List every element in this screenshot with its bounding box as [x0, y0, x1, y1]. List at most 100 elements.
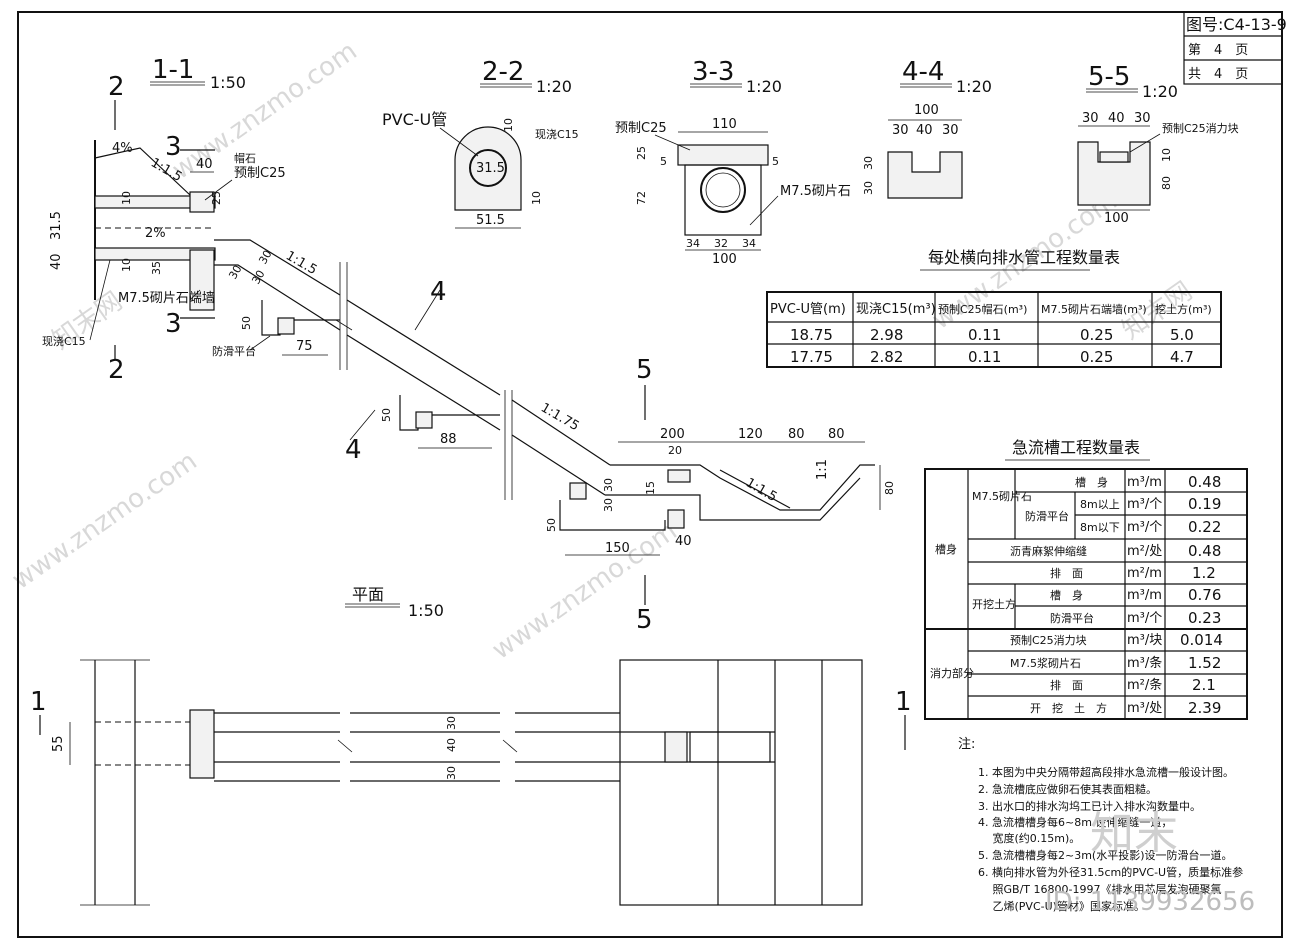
- dim-34: 34: [742, 237, 756, 250]
- slope-ratio: 1:1: [815, 459, 830, 480]
- dim-30: 30: [602, 478, 615, 492]
- dim-5: 5: [660, 155, 667, 168]
- section-4-4: 4-4 1:20 100 30 40 30 30 30: [862, 57, 992, 199]
- section-scale: 1:20: [536, 77, 572, 96]
- note-item: 宽度(约0.15m)。: [978, 831, 1080, 845]
- table-header: 现浇C15(m³): [856, 302, 936, 317]
- dim-10: 10: [502, 118, 515, 132]
- dim-30: 30: [602, 498, 615, 512]
- row-value: 1.2: [1192, 564, 1216, 582]
- row-unit: m³/处: [1127, 701, 1162, 716]
- row-unit: m²/m: [1127, 566, 1162, 581]
- dim-50: 50: [240, 316, 253, 330]
- table-cell: 4.7: [1170, 348, 1194, 366]
- table-cell: 17.75: [790, 348, 833, 366]
- note-item: 2. 急流槽底应做卵石使其表面粗糙。: [978, 782, 1157, 796]
- cut-mark-5: 5: [636, 355, 653, 385]
- label-antislip: 防滑平台: [212, 344, 256, 358]
- dim-88: 88: [440, 432, 457, 447]
- plan-view: 平面 1:50 1 1 55 30 40 30: [30, 585, 912, 906]
- slope-label: 2%: [145, 226, 166, 241]
- section-1-1: 1-1 1:50 2 2 3 3 4% 1:1.5 2% 40 25 31.5 …: [42, 55, 896, 635]
- dim-30: 30: [256, 248, 274, 267]
- dim-150: 150: [605, 541, 630, 556]
- dim-10: 10: [530, 191, 543, 205]
- table-header: 挖土方(m³): [1155, 302, 1212, 316]
- row-item: 预制C25消力块: [1010, 633, 1087, 647]
- watermark-id: ID: 1139932656: [1045, 887, 1255, 917]
- row-value: 1.52: [1188, 654, 1221, 672]
- dim-30: 30: [226, 263, 244, 282]
- dim-10: 10: [120, 258, 133, 272]
- sub-label: 开挖土方: [972, 597, 1016, 611]
- row-unit: m³/m: [1127, 475, 1162, 490]
- label-c25-block: 预制C25消力块: [1162, 121, 1239, 135]
- row-value: 0.48: [1188, 542, 1221, 560]
- table-cell: 2.82: [870, 348, 903, 366]
- drawing-number: 图号:C4-13-9: [1186, 15, 1287, 34]
- table-title: 每处横向排水管工程数量表: [928, 248, 1120, 267]
- sheet-number: 第 4 页: [1188, 43, 1248, 58]
- dim-30: 30: [1134, 111, 1151, 126]
- label-cap-stone: 帽石: [234, 152, 256, 165]
- slope-ratio: 1:1.5: [743, 475, 779, 505]
- dim-32: 32: [714, 237, 728, 250]
- table-cell: 2.98: [870, 326, 903, 344]
- table-header: 预制C25帽石(m³): [938, 303, 1027, 316]
- cut-mark-3: 3: [165, 132, 182, 162]
- watermarks: www.znzmo.com www.znzmo.com www.znzmo.co…: [7, 36, 1198, 666]
- section-scale: 1:20: [956, 77, 992, 96]
- dim-80: 80: [1160, 176, 1173, 190]
- dim-80: 80: [788, 427, 805, 442]
- row-item: 开 挖 土 方: [1030, 701, 1107, 715]
- section-2-2: 2-2 1:20 31.5 PVC-U管 现浇C15 10 10 51.5: [382, 57, 579, 229]
- row-value: 0.22: [1188, 518, 1221, 536]
- section-scale: 1:50: [210, 73, 246, 92]
- note-item: 4. 急流槽槽身每6~8m 设伸缩缝一道，: [978, 815, 1172, 829]
- table-header: PVC-U管(m): [770, 302, 846, 317]
- dim-100: 100: [712, 252, 737, 267]
- dim-50: 50: [545, 518, 558, 532]
- note-item: 5. 急流槽槽身每2~3m(水平投影)设一防滑台一道。: [978, 848, 1233, 862]
- row-value: 0.23: [1188, 609, 1221, 627]
- dim-25: 25: [210, 191, 223, 205]
- dim-15: 15: [644, 481, 657, 495]
- sub-label: 防滑平台: [1025, 509, 1069, 523]
- dim-100: 100: [1104, 211, 1129, 226]
- table-cell: 0.11: [968, 326, 1001, 344]
- cut-mark-3: 3: [165, 309, 182, 339]
- row-value: 0.76: [1188, 586, 1221, 604]
- row-item: 槽 身: [1050, 588, 1083, 602]
- dim-40: 40: [445, 738, 458, 752]
- dim-30: 30: [249, 268, 267, 287]
- row-size: 8m以上: [1080, 498, 1120, 511]
- row-value: 2.1: [1192, 676, 1216, 694]
- row-item: 排 面: [1050, 678, 1083, 692]
- cut-mark-4: 4: [345, 435, 362, 465]
- table-cell: 0.11: [968, 348, 1001, 366]
- table-cell: 0.25: [1080, 348, 1113, 366]
- section-3-3: 3-3 1:20 110 预制C25 25 5 5 72 M7.5砌片石 34 …: [615, 57, 851, 267]
- dim-75: 75: [296, 339, 313, 354]
- section-label: 4-4: [902, 57, 944, 87]
- row-item: M7.5浆砌片石: [1010, 656, 1081, 670]
- dim-30: 30: [445, 766, 458, 780]
- section-scale: 1:50: [408, 601, 444, 620]
- row-item: 槽 身: [1075, 475, 1108, 489]
- label-cast-c15: 现浇C15: [42, 335, 86, 348]
- title-block: 图号:C4-13-9 第 4 页 共 4 页: [1183, 11, 1287, 85]
- dim-5: 5: [772, 155, 779, 168]
- row-item: 防滑平台: [1050, 611, 1094, 625]
- dim-40: 40: [675, 534, 692, 549]
- dim-72: 72: [635, 191, 648, 205]
- drawing-frame: [17, 11, 1283, 938]
- row-unit: m²/条: [1127, 677, 1162, 693]
- dim-30: 30: [942, 123, 959, 138]
- dim-10: 10: [120, 191, 133, 205]
- dim-100: 100: [914, 103, 939, 118]
- dim-40: 40: [196, 157, 213, 172]
- dim-50: 50: [380, 408, 393, 422]
- table-cell: 18.75: [790, 326, 833, 344]
- note-item: 6. 横向排水管为外径31.5cm的PVC-U管，质量标准参: [978, 865, 1243, 879]
- row-item: 沥青麻絮伸缩缝: [1010, 544, 1087, 558]
